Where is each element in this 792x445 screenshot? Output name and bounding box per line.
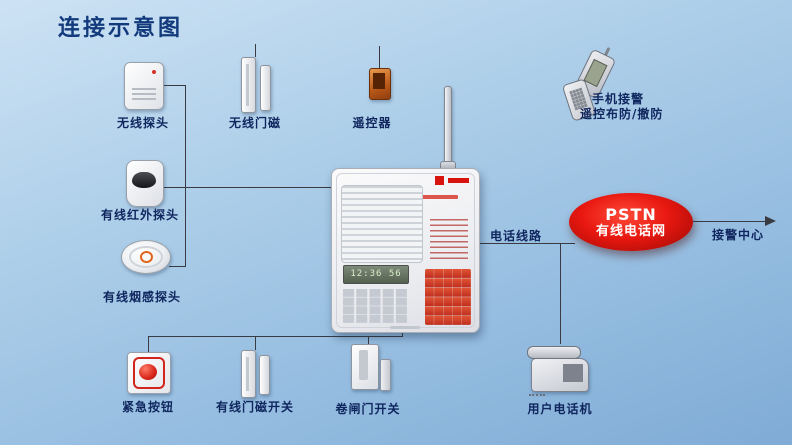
- mobile-phone-label-1: 手机接警: [592, 92, 645, 106]
- wireless-detector-led: [152, 70, 156, 74]
- panel-indicator-text: [430, 219, 468, 263]
- telephone-keypad: [563, 364, 583, 382]
- alarm-center-arrow-icon: [765, 216, 776, 226]
- wireless-detector-connector: [162, 85, 185, 86]
- left-bus-line: [185, 85, 186, 267]
- emergency-button-label: 紧急按钮: [121, 400, 174, 414]
- telephone-connector: [560, 243, 561, 344]
- smoke-core: [140, 251, 153, 263]
- wireless-detector-slots: [132, 88, 156, 101]
- user-telephone-icon: [527, 344, 591, 396]
- phone-line-label: 电话线路: [490, 229, 543, 243]
- door-magnet-bar: [260, 65, 271, 111]
- panel-brand-logo: [435, 176, 469, 185]
- wired-smoke-detector-icon: [121, 240, 171, 274]
- phone-line: [478, 243, 575, 244]
- pir-connector: [163, 187, 185, 188]
- wireless-detector-body: [124, 62, 164, 110]
- shutter-switch-magnet: [380, 359, 391, 391]
- panel-model-text: [396, 195, 458, 199]
- remote-antenna-line: [379, 46, 380, 68]
- pir-window: [132, 172, 156, 188]
- wired-infrared-detector-label: 有线红外探头: [100, 208, 179, 222]
- smoke-ring: [129, 246, 163, 268]
- remote-control-label: 遥控器: [352, 116, 392, 130]
- panel-keypad: [425, 269, 471, 325]
- wired-infrared-detector-icon: [126, 160, 164, 207]
- wireless-door-magnet-label: 无线门磁: [228, 116, 281, 130]
- smoke-connector: [169, 266, 185, 267]
- emergency-connector: [148, 336, 149, 352]
- panel-bottom-slot: [390, 326, 420, 329]
- roller-shutter-switch-label: 卷闸门开关: [335, 402, 401, 416]
- panel-speaker-grille: [341, 185, 423, 263]
- alarm-center-line: [690, 221, 766, 222]
- door-switch-bar: [259, 355, 270, 395]
- panel-function-keys: [343, 289, 407, 323]
- page-title: 连接示意图: [58, 16, 184, 41]
- door-magnet-transmitter: [241, 57, 256, 113]
- door-switch-transmitter: [241, 350, 256, 398]
- emergency-red-button: [139, 364, 157, 380]
- wireless-detector-icon: [124, 62, 164, 110]
- pstn-title: PSTN: [605, 204, 657, 224]
- remote-control-icon: [369, 68, 391, 100]
- emergency-frame: [133, 357, 165, 389]
- user-telephone-label: 用户电话机: [527, 402, 593, 416]
- pstn-network-node: PSTN 有线电话网: [569, 193, 693, 251]
- alarm-control-panel: 12:36 56: [331, 168, 480, 333]
- panel-bottom-drop-line: [402, 331, 403, 336]
- bus-to-panel-connector: [185, 187, 331, 188]
- wired-smoke-detector-label: 有线烟感探头: [102, 290, 181, 304]
- roller-shutter-switch-icon: [351, 344, 391, 394]
- wireless-detector-label: 无线探头: [116, 116, 169, 130]
- pstn-subtitle: 有线电话网: [595, 223, 666, 239]
- telephone-handset: [527, 346, 581, 359]
- wired-door-magnet-switch-label: 有线门磁开关: [215, 400, 294, 414]
- shutter-connector: [368, 336, 369, 344]
- alarm-center-label: 接警中心: [712, 228, 765, 242]
- door-switch-connector: [255, 336, 256, 350]
- bottom-bus-line: [148, 336, 403, 337]
- telephone-cord: [529, 387, 545, 396]
- shutter-switch-groove: [359, 350, 368, 380]
- remote-buttons: [373, 73, 385, 89]
- mobile-phone-label-2: 遥控布防/撤防: [580, 107, 664, 121]
- emergency-button-icon: [127, 352, 171, 394]
- panel-lcd-display: 12:36 56: [343, 265, 409, 284]
- door-magnet-stub-line: [255, 44, 256, 57]
